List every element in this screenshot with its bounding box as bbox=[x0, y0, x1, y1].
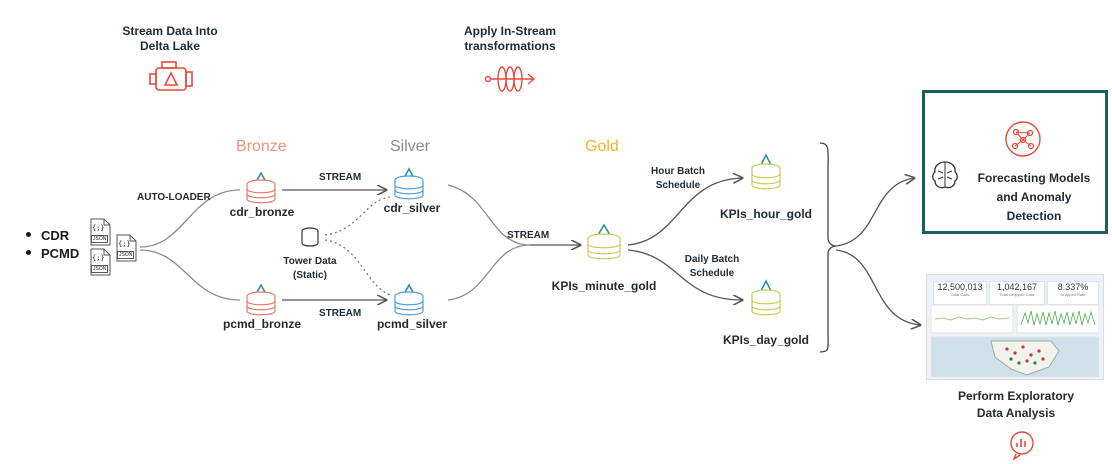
database-icon bbox=[246, 283, 276, 316]
stream-label-bronze-silver-top: STREAM bbox=[319, 172, 362, 183]
edge-brace-eda bbox=[835, 249, 920, 325]
eda-dashboard-preview: 12,500,013 Total Calls 1,042,167 Total D… bbox=[926, 274, 1104, 380]
dashboard-charts bbox=[931, 305, 1099, 377]
table-cdr-bronze: cdr_bronze bbox=[229, 205, 295, 219]
forecasting-output-box: Forecasting Models and Anomaly Detection bbox=[922, 90, 1108, 234]
kpi-total-dropped-calls: 1,042,167 Total Dropped Calls bbox=[989, 281, 1045, 305]
edge-minute-hour bbox=[627, 178, 742, 246]
gold-brace bbox=[819, 142, 837, 353]
table-kpis-hour-gold: KPIs_hour_gold bbox=[719, 207, 812, 221]
database-icon bbox=[751, 279, 781, 316]
edge-brace-forecast bbox=[835, 178, 914, 247]
daily-batch-label: Daily Batch Schedule bbox=[684, 254, 740, 279]
edge-source-cdr-bronze bbox=[139, 189, 241, 248]
transform-title: Apply In-Stream transformations bbox=[463, 24, 556, 53]
json-file-icon: {;} JSON bbox=[114, 234, 138, 262]
stream-label-silver-gold: STREAM bbox=[507, 230, 550, 241]
table-pcmd-bronze: pcmd_bronze bbox=[222, 317, 301, 331]
table-kpis-day-gold: KPIs_day_gold bbox=[722, 333, 810, 347]
forecasting-label: Forecasting Models and Anomaly Detection bbox=[977, 171, 1091, 223]
autoloader-label: AUTO-LOADER bbox=[137, 192, 211, 203]
json-file-icon: {;} JSON bbox=[88, 218, 112, 246]
stage-silver: Silver bbox=[390, 138, 431, 155]
database-icon bbox=[751, 153, 781, 190]
database-icon bbox=[301, 227, 319, 247]
json-file-icon: {;} JSON bbox=[88, 248, 112, 276]
engine-delta-icon bbox=[149, 61, 193, 91]
hour-batch-label: Hour Batch Schedule bbox=[651, 166, 705, 191]
edge-pcmd-silver-gold bbox=[447, 244, 531, 301]
stage-bronze: Bronze bbox=[236, 138, 287, 155]
database-icon bbox=[394, 167, 424, 200]
table-tower-data: Tower Data (Static) bbox=[283, 256, 337, 281]
kpi-total-calls: 12,500,013 Total Calls bbox=[933, 281, 987, 305]
database-icon bbox=[587, 223, 621, 260]
source-item-pcmd: PCMD bbox=[26, 245, 79, 263]
stream-label-bronze-silver-bottom: STREAM bbox=[319, 308, 362, 319]
brain-icon bbox=[932, 161, 958, 189]
stage-gold: Gold bbox=[585, 138, 619, 155]
network-icon bbox=[1005, 121, 1041, 157]
stream-title: Stream Data Into Delta Lake bbox=[122, 24, 218, 53]
database-icon bbox=[246, 171, 276, 204]
table-pcmd-silver: pcmd_silver bbox=[376, 317, 448, 331]
table-kpis-minute-gold: KPIs_minute_gold bbox=[551, 279, 657, 293]
source-list: CDR PCMD bbox=[26, 227, 79, 263]
stream-transform-icon bbox=[484, 66, 536, 92]
eda-label: Perform Exploratory Data Analysis bbox=[957, 389, 1075, 420]
kpi-dropped-rate: 8.337% Dropped Rate bbox=[1047, 281, 1099, 305]
source-item-cdr: CDR bbox=[26, 227, 79, 245]
edge-tower-pcmd-silver bbox=[324, 239, 391, 296]
report-icon bbox=[1010, 431, 1034, 460]
table-cdr-silver: cdr_silver bbox=[383, 201, 441, 215]
edge-source-pcmd-bronze bbox=[139, 249, 241, 301]
edge-cdr-silver-gold bbox=[447, 184, 531, 246]
edge-minute-day bbox=[627, 249, 742, 300]
database-icon bbox=[394, 283, 424, 316]
